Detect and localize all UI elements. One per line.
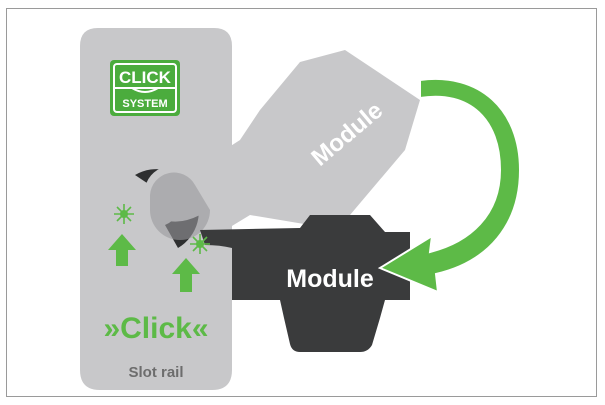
up-arrow-icon — [172, 258, 200, 292]
module-seated-label: Module — [286, 265, 374, 293]
logo-line1: CLICK — [119, 68, 172, 87]
slot-rail-label: Slot rail — [128, 364, 183, 381]
curved-arrow-icon — [377, 77, 522, 294]
module-tilted: Module — [144, 50, 421, 240]
click-label: »Click« — [103, 312, 208, 345]
up-arrow-icon — [108, 234, 136, 266]
spark-icon — [114, 204, 134, 224]
spark-icon — [190, 234, 210, 254]
logo-line2: SYSTEM — [122, 98, 167, 110]
module-seated: Module — [200, 215, 410, 352]
click-system-logo: CLICK SYSTEM — [110, 60, 180, 116]
